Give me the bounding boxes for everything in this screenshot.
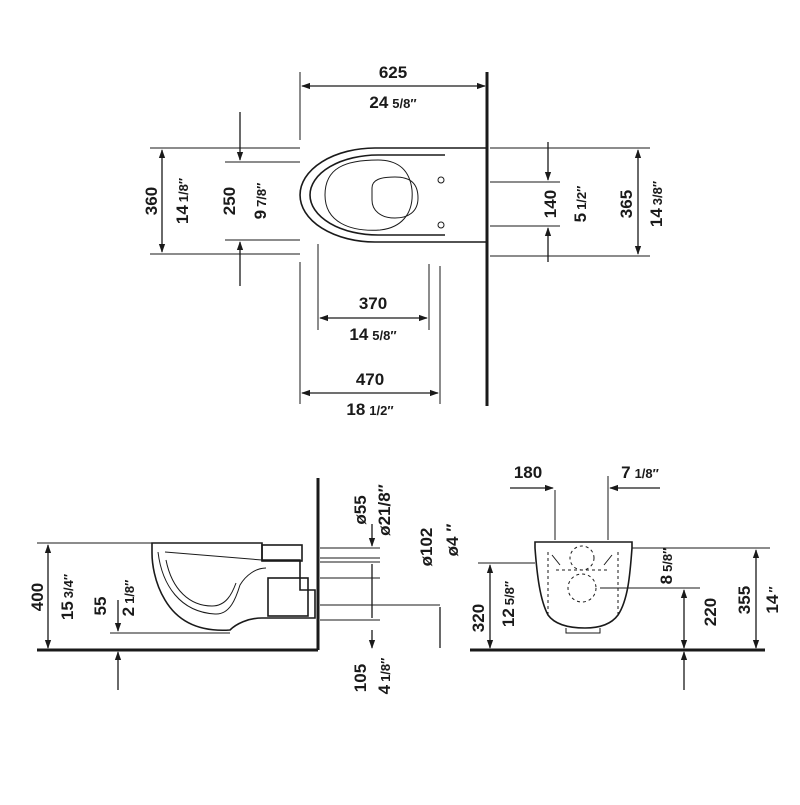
bolt-hole-upper: [437, 176, 445, 184]
dim-365-mm: 365: [617, 190, 636, 218]
dim-400-mm: 400: [28, 583, 47, 611]
dia102-inch: ø4 ″: [443, 524, 462, 557]
dim-55-mm: 55: [91, 597, 110, 616]
dim-220-mm: 220: [701, 598, 720, 626]
dim-355-mm: 355: [735, 586, 754, 614]
dim-365-inch: 143/8″: [647, 181, 666, 227]
dim-105-mm: 105: [351, 664, 370, 692]
dim-355-inch: 14″: [763, 586, 782, 613]
outlet-spud: [267, 577, 309, 617]
bowl-profile: [151, 542, 316, 632]
dim-360-inch: 141/8″: [173, 178, 192, 224]
dia55-inch: ø21/8″: [375, 484, 394, 536]
dim-320-inch: 125/8″: [499, 581, 518, 627]
inlet-spud: [261, 544, 303, 562]
dim-8-5-8-inch: 85/8″: [657, 548, 676, 585]
trap-path: [157, 551, 267, 615]
outlet-opening: [371, 176, 419, 219]
bolt-marks: [551, 554, 613, 566]
dim-370-mm: 370: [359, 294, 387, 313]
dia102-mm: ø102: [417, 528, 436, 567]
inlet-circle: [569, 545, 595, 571]
dim-250-inch: 97/8″: [251, 183, 270, 220]
dim-470-mm: 470: [356, 370, 384, 389]
dim-625-mm: 625: [379, 63, 407, 82]
seat-line: [164, 551, 263, 561]
trap-inner: [165, 559, 237, 607]
bowl-rim: [309, 154, 445, 236]
dim-250-mm: 250: [220, 187, 239, 215]
dim-180-mm: 180: [514, 463, 542, 482]
dim-105-inch: 41/8″: [375, 658, 394, 695]
dim-400-inch: 153/4″: [58, 574, 77, 620]
dim-140-mm: 140: [541, 190, 560, 218]
bowl-outline: [299, 147, 488, 243]
dim-55-inch: 21/8″: [119, 580, 138, 617]
side-view: 400 153/4″ 55 21/8″ ø55 ø21/8″ ø102 ø4 ″…: [28, 478, 462, 694]
bolt-hole-lower: [437, 221, 445, 229]
dim-140-inch: 51/2″: [571, 186, 590, 223]
outlet-base: [565, 628, 601, 634]
dim-360-mm: 360: [142, 187, 161, 215]
bowl-inner: [324, 159, 413, 231]
outlet-circle: [567, 573, 597, 603]
bowl-front-outline: [534, 541, 633, 629]
dim-320-mm: 320: [469, 604, 488, 632]
dia55-mm: ø55: [351, 495, 370, 524]
